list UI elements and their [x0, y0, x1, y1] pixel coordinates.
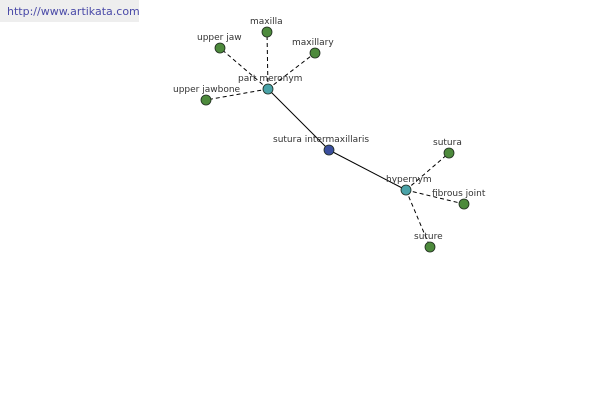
node-term-sutura[interactable]: [443, 147, 455, 159]
label-term-upper-jaw: upper jaw: [197, 33, 242, 43]
node-relation-hypernym[interactable]: [400, 184, 412, 196]
node-central-term[interactable]: [323, 144, 335, 156]
watermark-url[interactable]: http://www.artikata.com: [7, 5, 140, 18]
edge-hypernym-to-sutura: [405, 152, 450, 191]
label-relation-part-meronym: part meronym: [238, 74, 302, 84]
node-term-upper-jaw[interactable]: [214, 42, 226, 54]
edge-part-meronym-to-maxilla: [266, 31, 269, 90]
label-term-fibrous-joint: fibrous joint: [432, 189, 486, 199]
node-relation-part-meronym[interactable]: [262, 83, 274, 95]
edge-hypernym-to-suture: [405, 189, 431, 248]
edge-part-meronym-to-upper-jaw: [219, 47, 269, 90]
edge-central-to-hypernym: [328, 149, 407, 191]
node-term-maxilla[interactable]: [261, 26, 273, 38]
node-term-upper-jawbone[interactable]: [200, 94, 212, 106]
node-term-suture[interactable]: [424, 241, 436, 253]
edge-central-to-part-meronym: [267, 88, 330, 151]
label-relation-hypernym: hypernym: [386, 175, 432, 185]
label-term-sutura: sutura: [433, 138, 462, 148]
label-central-term: sutura intermaxillaris: [273, 135, 369, 145]
node-term-fibrous-joint[interactable]: [458, 198, 470, 210]
node-term-maxillary[interactable]: [309, 47, 321, 59]
graph-edges: [205, 31, 465, 248]
label-term-maxilla: maxilla: [250, 17, 283, 27]
label-term-upper-jawbone: upper jawbone: [173, 85, 241, 95]
edge-part-meronym-to-upper-jawbone: [205, 88, 269, 101]
label-term-maxillary: maxillary: [292, 38, 334, 48]
edge-hypernym-to-fibrous-joint: [405, 189, 465, 205]
label-term-suture: suture: [414, 232, 443, 242]
watermark-banner: http://www.artikata.com: [0, 0, 140, 22]
graph-nodes: [200, 26, 470, 253]
edge-part-meronym-to-maxillary: [267, 52, 316, 90]
